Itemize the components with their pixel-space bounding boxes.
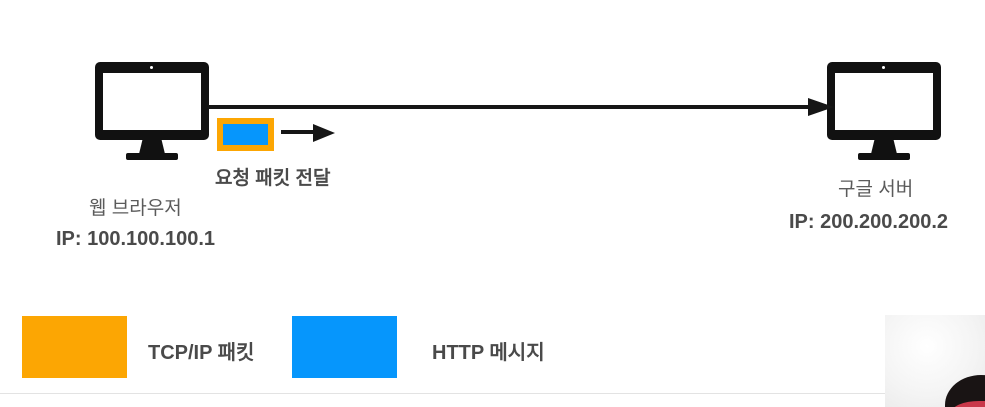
tcpip-packet-graphic (217, 118, 274, 151)
legend-label-tcpip: TCP/IP 패킷 (148, 342, 255, 364)
legend-swatch-tcpip (22, 316, 127, 378)
monitor-screen (103, 73, 201, 130)
client-ip-label: IP: 100.100.100.1 (56, 228, 216, 250)
connection-arrow-icon (208, 98, 834, 118)
arrow-head (808, 98, 834, 116)
arrow-head (313, 124, 335, 142)
monitor-stand-neck (871, 139, 897, 154)
legend-swatch-http (292, 316, 397, 378)
legend-label-http: HTTP 메시지 (432, 342, 545, 364)
arrow-shaft (281, 130, 317, 134)
server-ip-label: IP: 200.200.200.2 (789, 211, 949, 233)
monitor-stand-base (126, 153, 178, 160)
http-message-payload (223, 124, 268, 145)
bottom-divider (0, 393, 985, 394)
flow-label: 요청 패킷 전달 (215, 168, 331, 189)
monitor-camera-dot (882, 66, 885, 69)
presenter-shoulder (951, 401, 985, 407)
monitor-stand-base (858, 153, 910, 160)
server-monitor-icon (827, 62, 941, 162)
monitor-screen (835, 73, 933, 130)
packet-direction-arrow-icon (281, 124, 337, 142)
arrow-shaft (208, 105, 818, 109)
presenter-webcam-overlay (885, 315, 985, 407)
client-monitor-icon (95, 62, 209, 162)
monitor-stand-neck (139, 139, 165, 154)
monitor-camera-dot (150, 66, 153, 69)
client-node-label: 웹 브라우저 (89, 198, 182, 219)
server-node-label: 구글 서버 (838, 179, 914, 200)
